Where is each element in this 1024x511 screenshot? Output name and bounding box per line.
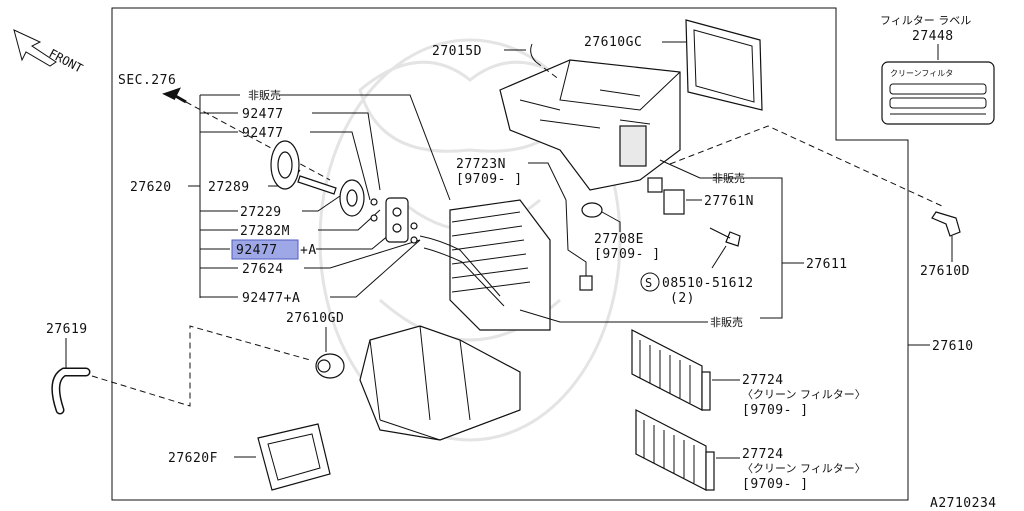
part-27282m[interactable]: 27282M xyxy=(240,224,290,239)
part-27724-b[interactable]: 27724 xyxy=(742,447,784,462)
part-27724-a-desc: 〈クリーン フィルター〉 xyxy=(742,388,866,401)
sec-arrow-icon xyxy=(162,87,187,104)
highlight-box xyxy=(231,239,299,260)
part-27620f[interactable]: 27620F xyxy=(168,451,218,466)
assembly-frame xyxy=(111,7,909,501)
filter-label-card: クリーンフィルタ xyxy=(881,61,995,125)
part-27708e[interactable]: 27708E xyxy=(594,232,644,247)
part-27610d-screw xyxy=(931,211,961,237)
sec-reference[interactable]: SEC.276 xyxy=(118,73,176,88)
hanbai-top-label: 非販売 xyxy=(248,89,281,102)
part-27611[interactable]: 27611 xyxy=(806,257,848,272)
part-27724-filter-upper xyxy=(631,329,711,411)
part-27761n[interactable]: 27761N xyxy=(704,194,754,209)
s-mark-icon xyxy=(640,272,660,292)
part-92477-b[interactable]: 92477 xyxy=(242,126,284,141)
part-27289-ring xyxy=(270,140,300,190)
figure-id: A2710234 xyxy=(930,496,997,511)
part-92477-suffix: +A xyxy=(300,243,317,258)
part-27289[interactable]: 27289 xyxy=(208,180,250,195)
part-27724-a[interactable]: 27724 xyxy=(742,373,784,388)
sensor-wire xyxy=(565,199,587,286)
part-27229[interactable]: 27229 xyxy=(240,205,282,220)
part-27620f-frame xyxy=(257,423,331,491)
hanbai-low-label: 非販売 xyxy=(710,316,743,329)
hanbai-mid-label: 非販売 xyxy=(712,172,745,185)
part-27724-b-date: [9709- ] xyxy=(742,477,809,492)
part-27610[interactable]: 27610 xyxy=(932,339,974,354)
part-27448[interactable]: 27448 xyxy=(912,29,954,44)
part-27610gd[interactable]: 27610GD xyxy=(286,311,344,326)
evaporator-core xyxy=(419,199,551,331)
part-92477-a[interactable]: 92477 xyxy=(242,107,284,122)
part-27708e-clip xyxy=(581,202,603,218)
s-mark: S xyxy=(645,276,652,290)
bracket-27620 xyxy=(188,94,240,298)
part-27724-a-date: [9709- ] xyxy=(742,403,809,418)
part-27229-shaft xyxy=(297,175,337,195)
screw-icon xyxy=(709,227,741,247)
upper-housing xyxy=(499,59,681,191)
filter-label-title: フィルター ラベル xyxy=(880,14,971,27)
part-27624-valve xyxy=(370,197,418,244)
part-27624[interactable]: 27624 xyxy=(242,262,284,277)
lower-housing xyxy=(359,325,521,441)
part-27724-b-desc: 〈クリーン フィルター〉 xyxy=(742,462,866,475)
part-08510-qty: (2) xyxy=(670,291,695,306)
front-label: FRONT xyxy=(47,46,85,75)
part-27723n[interactable]: 27723N xyxy=(456,157,506,172)
label-card-text: クリーンフィルタ xyxy=(890,69,953,78)
part-27761n-actuator xyxy=(647,177,685,215)
part-27610gd-grommet xyxy=(315,353,345,379)
part-27015d-icon xyxy=(530,43,537,63)
front-arrow: FRONT xyxy=(13,29,85,76)
part-27282m-motor xyxy=(339,179,365,217)
part-27619[interactable]: 27619 xyxy=(46,322,88,337)
part-27610gc-frame xyxy=(685,19,763,111)
part-27610gc[interactable]: 27610GC xyxy=(584,35,642,50)
part-92477-highlighted[interactable]: 92477 xyxy=(236,243,278,258)
part-27708e-date: [9709- ] xyxy=(594,247,661,262)
part-08510-51612[interactable]: 08510-51612 xyxy=(662,276,754,291)
part-27015d[interactable]: 27015D xyxy=(432,44,482,59)
part-27724-filter-lower xyxy=(635,409,715,491)
part-27723n-date: [9709- ] xyxy=(456,172,523,187)
part-27620[interactable]: 27620 xyxy=(130,180,172,195)
part-27610d[interactable]: 27610D xyxy=(920,264,970,279)
part-92477-plus-a[interactable]: 92477+A xyxy=(242,291,300,306)
